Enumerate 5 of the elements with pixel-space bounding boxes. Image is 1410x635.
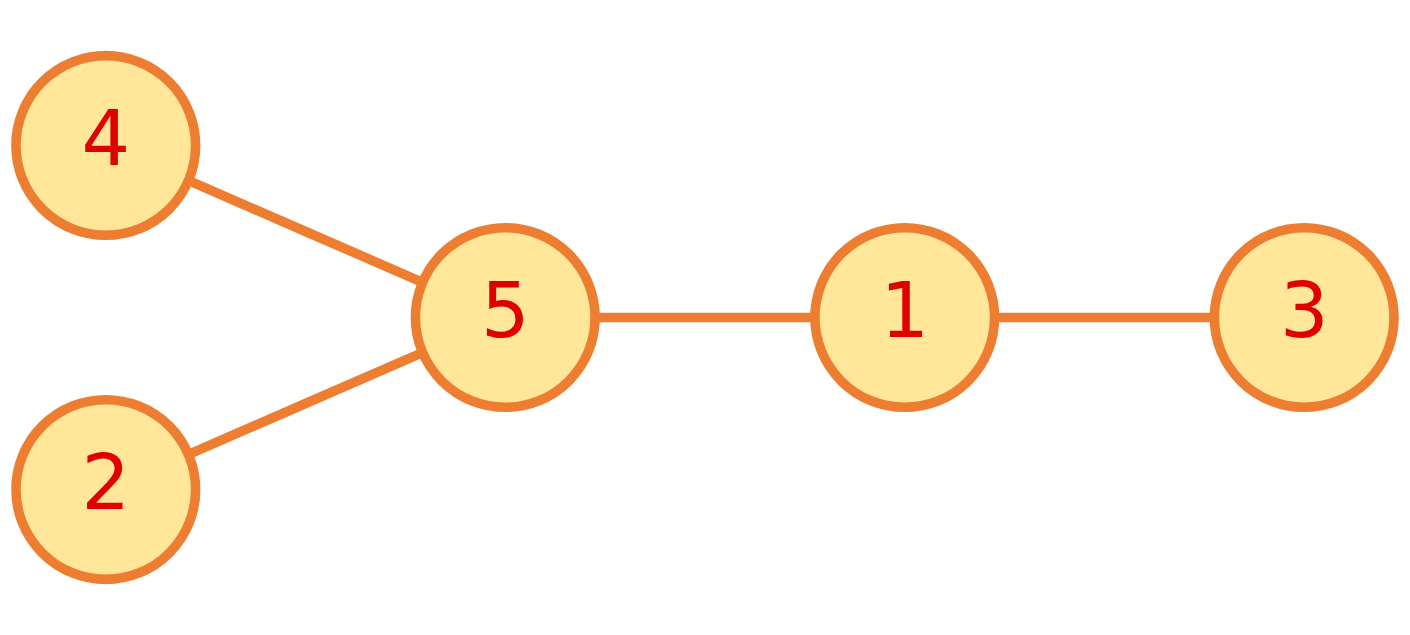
- node-circle: 4: [11, 50, 201, 241]
- node-circle: 3: [1209, 222, 1399, 413]
- node-circle: 1: [810, 222, 1000, 413]
- node-circle: 2: [11, 394, 201, 585]
- node-circle: 5: [410, 222, 600, 413]
